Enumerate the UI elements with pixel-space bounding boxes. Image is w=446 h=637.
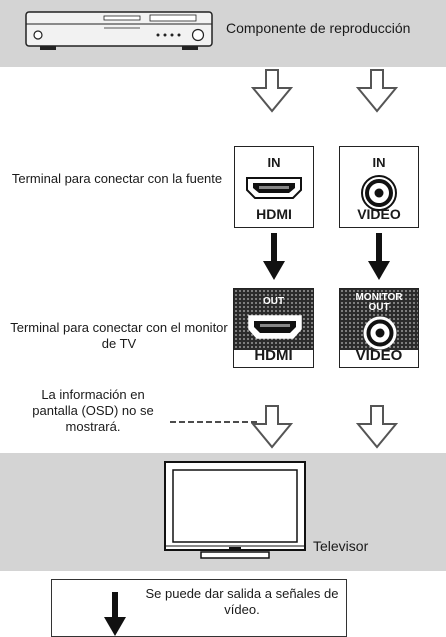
hollow-arrow-down-icon: [251, 405, 293, 449]
source-label: Componente de reproducción: [226, 20, 411, 36]
hdmi-port-icon: [248, 315, 302, 339]
hollow-arrow-down-icon: [251, 69, 293, 113]
hollow-arrow-down-icon: [356, 69, 398, 113]
input-terminal-label: Terminal para conectar con la fuente: [11, 171, 223, 186]
video-in-bottom: VIDEO: [357, 206, 401, 222]
hdmi-in-top: IN: [267, 155, 281, 170]
arrow-down-icon: [263, 233, 285, 280]
hdmi-port-icon: [246, 177, 302, 199]
video-out-top-line2: OUT: [368, 302, 390, 313]
osd-note: La información en pantalla (OSD) no se m…: [32, 387, 154, 434]
video-out-bottom: VIDEO: [355, 347, 403, 364]
rca-jack-icon: [363, 316, 397, 350]
hdmi-out-bottom: HDMI: [254, 347, 293, 364]
video-in-top: IN: [372, 155, 386, 170]
tv-label: Televisor: [313, 538, 369, 554]
video-in-terminal: IN VIDEO: [339, 146, 419, 228]
video-out-terminal: MONITOR OUT VIDEO: [339, 288, 419, 368]
television-icon: [164, 461, 306, 559]
legend-box: Se puede dar salida a señales de vídeo.: [51, 579, 347, 637]
hdmi-in-terminal: IN HDMI: [234, 146, 314, 228]
rca-jack-icon: [361, 175, 397, 211]
hdmi-in-bottom: HDMI: [256, 206, 292, 222]
arrow-down-icon: [104, 592, 126, 636]
video-out-top-line1: MONITOR: [355, 292, 403, 303]
arrow-down-icon: [368, 233, 390, 280]
legend-text: Se puede dar salida a señales de vídeo.: [145, 586, 339, 617]
hdmi-out-top: OUT: [262, 296, 285, 307]
hollow-arrow-down-icon: [356, 405, 398, 449]
output-terminal-label: Terminal para conectar con el monitor de…: [10, 320, 228, 351]
player-device-icon: [25, 11, 213, 50]
dashed-connector: [170, 421, 258, 423]
hdmi-out-terminal: OUT HDMI: [233, 288, 314, 368]
